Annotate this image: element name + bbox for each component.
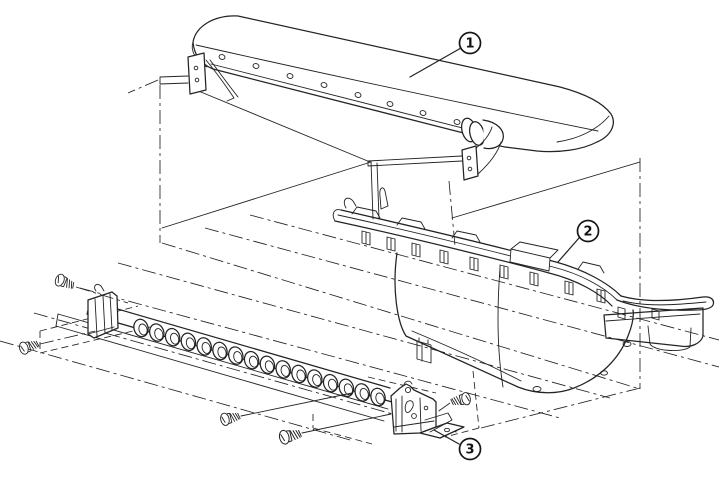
left-end-bracket — [87, 283, 119, 339]
callout-1-circle — [458, 31, 482, 55]
screw — [218, 409, 242, 427]
strip-holes — [133, 318, 386, 407]
callout-2-circle — [576, 219, 600, 243]
screw — [53, 272, 77, 292]
callout-2-label: 2 — [583, 225, 592, 240]
mounting-bracket-part-3 — [390, 380, 465, 439]
screw — [449, 391, 473, 409]
callout-3-label: 3 — [465, 443, 474, 458]
screw — [17, 337, 41, 356]
hole-strip — [55, 300, 393, 422]
rail-clips — [361, 230, 660, 321]
phantom-outlines — [39, 85, 641, 445]
callout-3-circle — [458, 437, 482, 461]
right-hinge-bracket — [367, 117, 504, 181]
callout-1-label: 1 — [465, 37, 474, 52]
center-lines — [0, 79, 719, 441]
screw — [277, 426, 303, 446]
pad-mounting-holes — [218, 54, 461, 125]
callout-2: 2 — [557, 219, 600, 263]
callout-3: 3 — [433, 429, 482, 461]
screws — [17, 272, 473, 446]
console-tray — [394, 252, 634, 394]
armrest-pad-part-1 — [159, 15, 614, 220]
mounting-rail-part-2 — [332, 197, 715, 351]
callout-1: 1 — [409, 31, 482, 78]
left-hinge-bracket — [159, 52, 239, 102]
